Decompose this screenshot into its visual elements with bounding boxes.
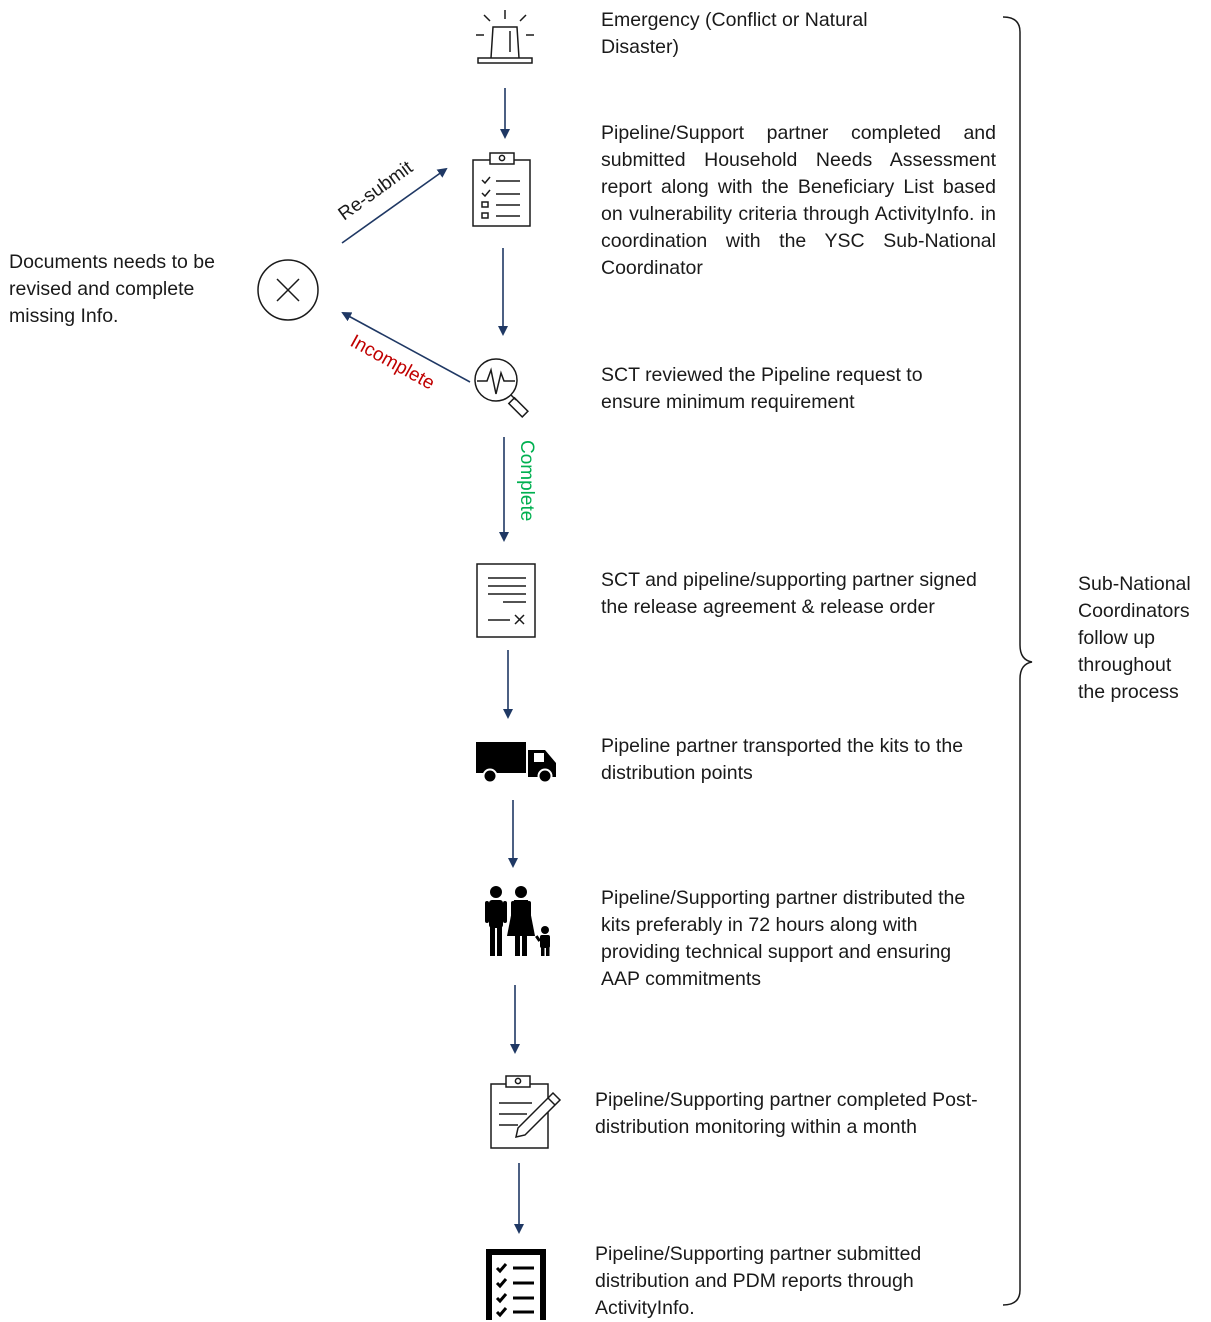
step-8-text: Pipeline/Supporting partner submitted di… [595,1243,922,1319]
step-2-text: Pipeline/Support partner completed and s… [601,122,996,279]
rejection-note: Documents needs to be revised and comple… [9,251,215,327]
step-7-text: Pipeline/Supporting partner completed Po… [595,1089,978,1138]
resubmit-label: Re-submit [335,157,418,225]
arrow-incomplete [341,312,471,383]
step-1-text: Emergency (Conflict or Natural Disaster) [601,9,868,58]
flow-arrows [341,88,524,1234]
checklist-icon [486,1249,546,1320]
coordinator-note: Sub-National Coordinators follow up thro… [1078,573,1191,703]
step-6-text: Pipeline/Supporting partner distributed … [601,887,966,990]
step-5-text: Pipeline partner transported the kits to… [601,735,964,784]
arrow-resubmit [341,167,448,244]
magnifier-pulse-icon [474,358,529,418]
close-circle-icon [257,259,319,321]
clipboard-checklist-icon [472,152,531,227]
step-4-text: SCT and pipeline/supporting partner sign… [601,569,977,618]
signed-document-icon [476,563,536,638]
siren-icon [476,10,534,64]
truck-icon [476,742,556,784]
coordination-brace [1002,16,1033,1306]
clipboard-pen-icon [490,1075,562,1149]
step-3-text: SCT reviewed the Pipeline request to ens… [601,364,923,413]
complete-label: Complete [516,440,537,521]
family-icon [485,886,550,956]
